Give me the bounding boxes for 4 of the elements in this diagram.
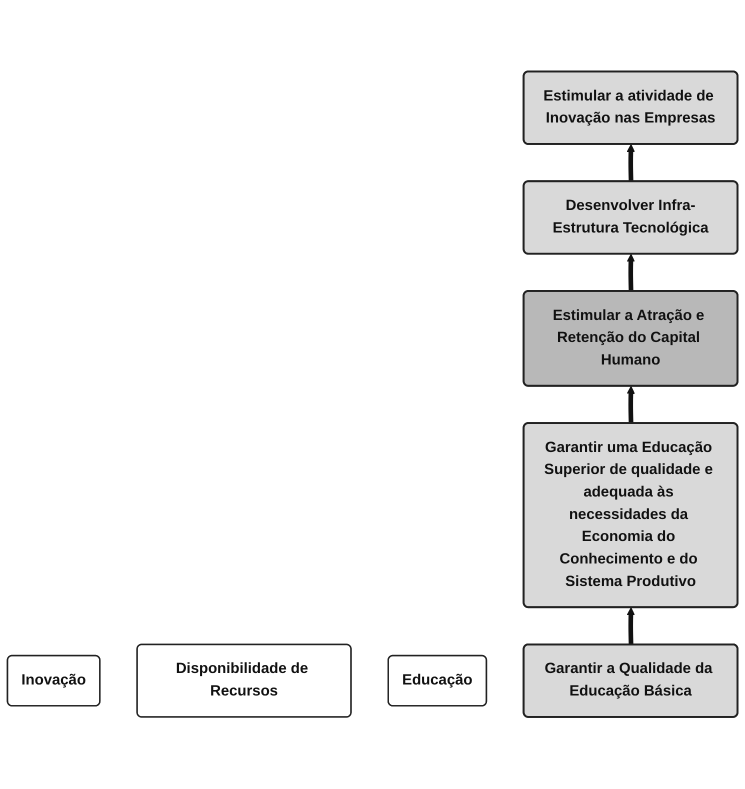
arrow [626,386,635,424]
arrow [626,254,635,292]
arrow [626,608,635,646]
arrow [626,144,635,182]
